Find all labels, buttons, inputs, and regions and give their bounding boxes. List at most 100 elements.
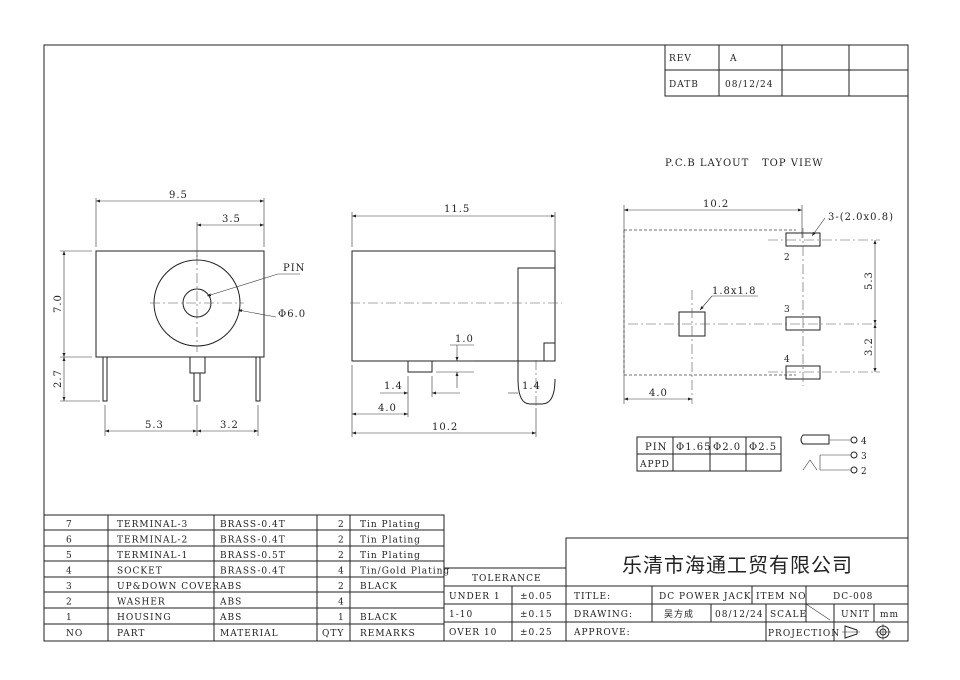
dim-hole-dia: Φ6.0 — [278, 309, 306, 320]
tolerance-range-1: 1-10 — [449, 610, 473, 620]
dim-side-offset: 4.0 — [378, 403, 397, 414]
bom-cell-part: WASHER — [117, 598, 166, 608]
drawing-date: 08/12/24 — [715, 610, 763, 620]
dim-pcb-offset: 4.0 — [649, 388, 668, 399]
dim-pcb-gap-lower: 3.2 — [864, 337, 875, 356]
rev-value: A — [729, 54, 738, 64]
bom-cell-material: BRASS-0.4T — [220, 567, 286, 577]
pin-table-header-1: Φ1.65 — [676, 442, 711, 453]
schematic-label-4: 4 — [861, 437, 868, 447]
tolerance-value-1: ±0.15 — [520, 610, 553, 620]
rev-label: REV — [669, 54, 692, 64]
bom-cell-material: BRASS-0.4T — [220, 520, 286, 530]
tolerance-value-2: ±0.25 — [520, 628, 553, 638]
dim-pcb-slot: 3-(2.0x0.8) — [828, 212, 894, 223]
drawing-label: DRAWING: — [574, 610, 633, 620]
pad-3-label: 3 — [784, 305, 791, 315]
pcb-view: TOP VIEW — [762, 158, 824, 169]
front-pin-center — [193, 372, 201, 402]
tolerance-value-0: ±0.05 — [520, 592, 553, 602]
info-block: 乐清市海通工贸有限公司 TITLE: DC POWER JACK ITEM NO… — [565, 537, 909, 642]
projection-label: PROJECTION — [768, 629, 840, 639]
dim-pcb-gap-upper: 5.3 — [864, 271, 875, 290]
pin-table: PIN Φ1.65 Φ2.0 Φ2.5 APPD — [636, 436, 782, 472]
title-value: DC POWER JACK — [659, 592, 752, 602]
scale-label: SCALE — [770, 610, 807, 620]
bom-cell-part: UP&DOWN COVER — [117, 582, 220, 592]
front-pin-right — [255, 356, 261, 402]
revision-block: REV A DATB 08/12/24 — [664, 44, 909, 97]
bom-cell-no: 7 — [66, 520, 73, 530]
schematic-label-2: 2 — [861, 467, 868, 477]
unit-label: UNIT — [841, 610, 870, 620]
bom-cell-part: TERMINAL-1 — [117, 551, 188, 561]
bom-cell-remarks: Tin/Gold Plating — [360, 567, 450, 577]
bom-cell-material: BRASS-0.5T — [220, 551, 286, 561]
pin-table-header-3: Φ2.5 — [749, 442, 777, 453]
pcb-title: P.C.B LAYOUT — [665, 158, 749, 169]
unit-value: mm — [880, 610, 899, 620]
side-terminal — [517, 267, 556, 405]
front-pin-center-tab — [189, 357, 206, 374]
front-pin-left — [102, 356, 108, 402]
projection-symbol-icon — [842, 624, 891, 640]
tolerance-block: TOLERANCE UNDER 1 ±0.05 1-10 ±0.15 OVER … — [443, 567, 567, 642]
dim-front-height: 7.0 — [53, 294, 64, 313]
bom-cell-material: ABS — [219, 613, 242, 623]
bom-header-remarks: REMARKS — [360, 629, 416, 639]
dim-front-offset: 3.5 — [222, 214, 241, 225]
bom-cell-qty: 2 — [338, 520, 345, 530]
tolerance-title: TOLERANCE — [472, 574, 542, 584]
bom-cell-material: ABS — [219, 582, 242, 592]
item-value: DC-008 — [833, 592, 873, 602]
bom-cell-remarks: Tin Plating — [360, 536, 421, 546]
bom-cell-remarks: BLACK — [360, 613, 398, 623]
front-body — [95, 250, 265, 358]
drawer-name: 吴方成 — [664, 608, 694, 620]
pcb-slot-pad-3 — [785, 316, 821, 331]
pin-callout: PIN — [283, 263, 305, 274]
bom-cell-part: TERMINAL-2 — [117, 536, 188, 546]
bom-header-no: NO — [66, 629, 83, 639]
schematic-label-3: 3 — [861, 452, 868, 462]
dim-pcb-square: 1.8x1.8 — [712, 286, 756, 297]
pin-table-header-2: Φ2.0 — [713, 442, 741, 453]
dim-pcb-width: 10.2 — [703, 199, 729, 210]
bom-cell-qty: 2 — [338, 536, 345, 546]
bom-cell-qty: 4 — [338, 598, 345, 608]
company-name: 乐清市海通工贸有限公司 — [622, 553, 853, 577]
bom-cell-no: 3 — [66, 582, 73, 592]
bom-cell-qty: 2 — [338, 551, 345, 561]
bom-cell-qty: 2 — [338, 582, 345, 592]
dim-side-pin-w2: 1.4 — [522, 381, 541, 392]
bom-cell-material: ABS — [219, 598, 242, 608]
tolerance-range-0: UNDER 1 — [449, 592, 501, 602]
bom-cell-no: 6 — [66, 536, 73, 546]
side-view: 11.5 1.0 1.4 1.4 4.0 10.2 — [350, 204, 562, 437]
dim-front-width: 9.5 — [169, 190, 188, 201]
bom-cell-remarks: Tin Plating — [360, 520, 421, 530]
bom-header-part: PART — [117, 629, 145, 639]
bom-cell-remarks: Tin Plating — [360, 551, 421, 561]
date-value: 08/12/24 — [725, 80, 773, 90]
pad-4-label: 4 — [784, 355, 791, 365]
pcb-layout: P.C.B LAYOUT TOP VIEW 10.2 1.8x1.8 2 3 4… — [623, 158, 894, 404]
bom-cell-no: 4 — [66, 567, 73, 577]
title-label: TITLE: — [574, 592, 611, 602]
bom-header-qty: QTY — [322, 629, 344, 639]
jack-schematic: 4 3 2 — [800, 434, 868, 477]
dim-side-pin-w1: 1.4 — [384, 381, 403, 392]
bom-cell-part: HOUSING — [117, 613, 172, 623]
bom-cell-no: 2 — [66, 598, 73, 608]
bom-cell-material: BRASS-0.4T — [220, 536, 286, 546]
dim-front-pin-right: 3.2 — [220, 420, 239, 431]
bom-cell-part: TERMINAL-3 — [117, 520, 188, 530]
side-pin-tab — [407, 361, 433, 373]
pin-table-header-0: PIN — [645, 442, 667, 453]
bom-cell-no: 5 — [66, 551, 73, 561]
bom-cell-part: SOCKET — [117, 567, 163, 577]
dim-side-pin-height: 1.0 — [455, 334, 474, 345]
dim-side-length: 11.5 — [444, 204, 470, 215]
